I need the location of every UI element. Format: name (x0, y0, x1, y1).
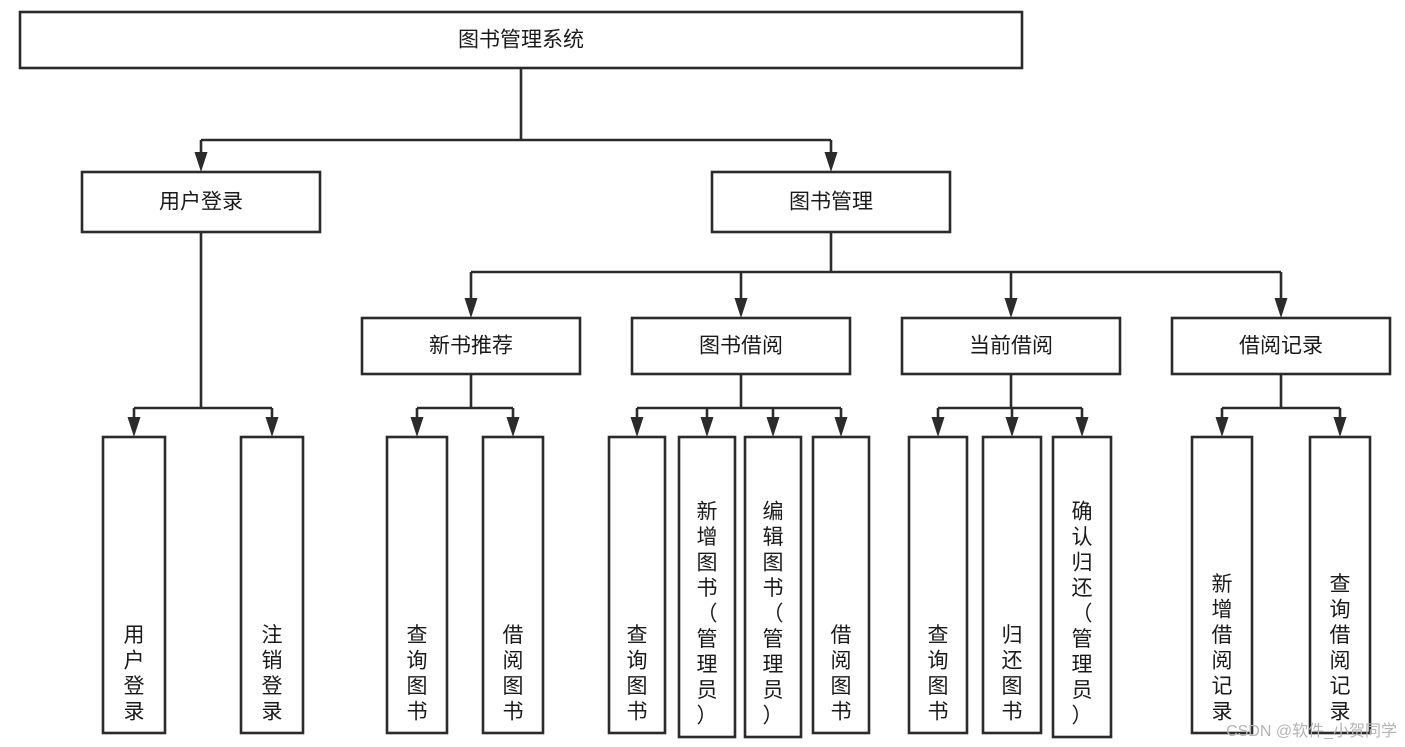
node-box-root[interactable] (18, 10, 1024, 70)
node-user-login[interactable]: 用户登录 (80, 170, 322, 234)
arrow-head-icon (931, 417, 945, 437)
node-label-leaf-query-book-1: 查询图书 (407, 624, 428, 724)
node-box-book-borrow[interactable] (630, 316, 852, 376)
node-label-leaf-return-book: 归还图书 (1002, 624, 1023, 724)
node-leaf-user-login[interactable]: 用户登录 (101, 435, 167, 735)
node-box-leaf-confirm-ret[interactable] (1051, 435, 1113, 739)
node-box-leaf-borrow-book-1[interactable] (481, 435, 545, 735)
node-box-leaf-return-book[interactable] (981, 435, 1043, 735)
node-label-leaf-edit-book: 编辑图书（管理员） (763, 500, 784, 727)
node-leaf-add-book[interactable]: 新增图书（管理员） (677, 435, 737, 739)
node-box-current-borrow[interactable] (900, 316, 1122, 376)
node-leaf-add-record[interactable]: 新增借阅记录 (1190, 435, 1254, 735)
arrow-head-icon (127, 417, 141, 437)
node-label-root: 图书管理系统 (458, 29, 584, 52)
node-box-leaf-add-record[interactable] (1190, 435, 1254, 735)
node-label-book-manage: 图书管理 (789, 191, 873, 214)
node-leaf-edit-book[interactable]: 编辑图书（管理员） (743, 435, 803, 739)
node-leaf-query-book-2[interactable]: 查询图书 (607, 435, 667, 735)
connector-root (194, 68, 838, 172)
node-layer: 图书管理系统用户登录图书管理新书推荐图书借阅当前借阅借阅记录用户登录注销登录查询… (18, 10, 1392, 739)
node-label-leaf-query-record: 查询借阅记录 (1330, 573, 1351, 724)
connector-book-borrow (630, 374, 848, 437)
node-box-leaf-query-book-1[interactable] (385, 435, 449, 735)
node-box-leaf-edit-book[interactable] (743, 435, 803, 739)
node-box-user-login[interactable] (80, 170, 322, 234)
connector-borrow-record (1215, 374, 1347, 437)
arrow-head-icon (824, 152, 838, 172)
arrow-head-icon (1215, 417, 1229, 437)
node-leaf-logout[interactable]: 注销登录 (239, 435, 305, 735)
node-root[interactable]: 图书管理系统 (18, 10, 1024, 70)
connector-layer (127, 68, 1347, 437)
arrow-head-icon (700, 417, 714, 437)
node-label-book-borrow: 图书借阅 (699, 335, 783, 358)
arrow-head-icon (1075, 417, 1089, 437)
node-box-borrow-record[interactable] (1170, 316, 1392, 376)
arrow-head-icon (734, 298, 748, 318)
node-box-new-book-rec[interactable] (360, 316, 582, 376)
arrow-head-icon (1333, 417, 1347, 437)
node-leaf-borrow-book-2[interactable]: 借阅图书 (811, 435, 871, 735)
node-leaf-confirm-ret[interactable]: 确认归还（管理员） (1051, 435, 1113, 739)
node-box-leaf-query-record[interactable] (1308, 435, 1372, 735)
node-box-leaf-query-book-2[interactable] (607, 435, 667, 735)
node-label-borrow-record: 借阅记录 (1239, 335, 1323, 358)
arrow-head-icon (630, 417, 644, 437)
connector-user-login (127, 232, 279, 437)
node-label-user-login: 用户登录 (159, 191, 243, 214)
node-box-book-manage[interactable] (710, 170, 952, 234)
arrow-head-icon (834, 417, 848, 437)
node-leaf-query-record[interactable]: 查询借阅记录 (1308, 435, 1372, 735)
node-leaf-query-book-3[interactable]: 查询图书 (907, 435, 969, 735)
node-box-leaf-user-login[interactable] (101, 435, 167, 735)
arrow-head-icon (1005, 417, 1019, 437)
node-new-book-rec[interactable]: 新书推荐 (360, 316, 582, 376)
node-label-current-borrow: 当前借阅 (969, 335, 1053, 358)
connector-current-borrow (931, 374, 1089, 437)
node-label-leaf-user-login: 用户登录 (124, 624, 145, 724)
node-label-leaf-query-book-3: 查询图书 (928, 624, 949, 724)
node-book-borrow[interactable]: 图书借阅 (630, 316, 852, 376)
node-label-new-book-rec: 新书推荐 (429, 335, 513, 358)
node-leaf-return-book[interactable]: 归还图书 (981, 435, 1043, 735)
node-borrow-record[interactable]: 借阅记录 (1170, 316, 1392, 376)
node-label-leaf-logout: 注销登录 (262, 624, 283, 724)
connector-book-manage (464, 232, 1288, 318)
node-leaf-borrow-book-1[interactable]: 借阅图书 (481, 435, 545, 735)
arrow-head-icon (265, 417, 279, 437)
arrow-head-icon (1274, 298, 1288, 318)
node-leaf-query-book-1[interactable]: 查询图书 (385, 435, 449, 735)
node-current-borrow[interactable]: 当前借阅 (900, 316, 1122, 376)
node-label-leaf-borrow-book-2: 借阅图书 (831, 624, 852, 724)
node-label-leaf-add-book: 新增图书（管理员） (697, 500, 718, 727)
node-box-leaf-add-book[interactable] (677, 435, 737, 739)
connector-new-book-rec (410, 374, 520, 437)
node-label-leaf-query-book-2: 查询图书 (627, 624, 648, 724)
arrow-head-icon (410, 417, 424, 437)
node-box-leaf-query-book-3[interactable] (907, 435, 969, 735)
node-label-leaf-confirm-ret: 确认归还（管理员） (1072, 500, 1093, 727)
node-label-leaf-borrow-book-1: 借阅图书 (503, 624, 524, 724)
arrow-head-icon (1004, 298, 1018, 318)
arrow-head-icon (464, 298, 478, 318)
arrow-head-icon (766, 417, 780, 437)
arrow-head-icon (194, 152, 208, 172)
node-box-leaf-logout[interactable] (239, 435, 305, 735)
node-box-leaf-borrow-book-2[interactable] (811, 435, 871, 735)
node-book-manage[interactable]: 图书管理 (710, 170, 952, 234)
node-label-leaf-add-record: 新增借阅记录 (1212, 573, 1233, 724)
arrow-head-icon (506, 417, 520, 437)
